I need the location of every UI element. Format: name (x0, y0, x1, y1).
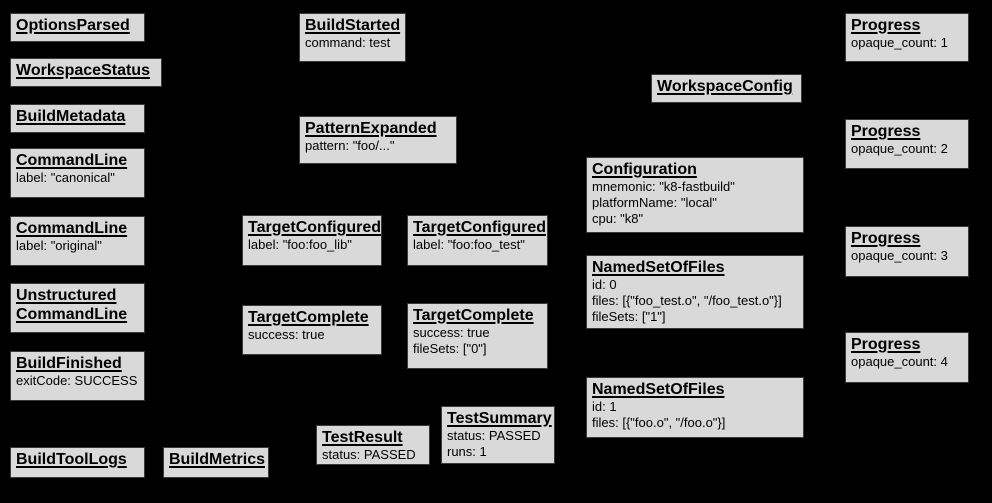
event-box-named-set-of-files-0: NamedSetOfFiles id: 0 files: [{"foo_test… (586, 255, 804, 329)
event-field: success: true (413, 325, 490, 340)
event-title: PatternExpanded (305, 120, 437, 137)
event-box-unstructured-command-line: Unstructured CommandLine (10, 283, 145, 333)
event-box-command-line-original: CommandLine label: "original" (10, 216, 145, 266)
event-field: opaque_count: 1 (851, 35, 948, 50)
event-field: success: true (248, 327, 325, 342)
event-field: label: "foo:foo_lib" (248, 237, 352, 252)
event-box-test-result: TestResult status: PASSED (316, 425, 430, 465)
event-title: Unstructured CommandLine (16, 287, 128, 323)
event-field: files: [{"foo_test.o", "/foo_test.o"}] (592, 293, 782, 308)
event-box-target-configured-lib: TargetConfigured label: "foo:foo_lib" (242, 215, 382, 266)
event-box-workspace-config: WorkspaceConfig (651, 74, 802, 103)
event-box-configuration: Configuration mnemonic: "k8-fastbuild" p… (586, 157, 804, 233)
event-box-progress-4: Progress opaque_count: 4 (845, 332, 969, 383)
event-box-options-parsed: OptionsParsed (10, 13, 145, 42)
event-field: fileSets: ["1"] (592, 309, 666, 324)
event-box-build-metadata: BuildMetadata (10, 104, 145, 133)
event-field: pattern: "foo/..." (305, 138, 395, 153)
event-box-build-finished: BuildFinished exitCode: SUCCESS (10, 351, 145, 401)
event-field: label: "foo:foo_test" (413, 237, 525, 252)
event-title: OptionsParsed (16, 17, 130, 34)
event-box-workspace-status: WorkspaceStatus (10, 58, 162, 87)
event-box-command-line-canonical: CommandLine label: "canonical" (10, 148, 145, 198)
event-field: opaque_count: 4 (851, 354, 948, 369)
event-title: Progress (851, 230, 921, 247)
event-field: status: PASSED (322, 447, 416, 462)
event-field: command: test (305, 35, 391, 50)
event-field: exitCode: SUCCESS (16, 373, 138, 388)
event-title: TargetComplete (413, 307, 534, 324)
event-field: fileSets: ["0"] (413, 341, 487, 356)
event-box-build-tool-logs: BuildToolLogs (10, 447, 145, 478)
event-title: WorkspaceStatus (16, 62, 150, 79)
event-field: runs: 1 (447, 444, 487, 459)
event-field: opaque_count: 2 (851, 141, 948, 156)
event-box-target-configured-test: TargetConfigured label: "foo:foo_test" (407, 215, 548, 266)
event-field: label: "canonical" (16, 170, 115, 185)
event-title: BuildMetrics (169, 451, 266, 468)
event-title: WorkspaceConfig (657, 78, 793, 95)
event-box-progress-2: Progress opaque_count: 2 (845, 119, 969, 169)
event-title: TargetConfigured (248, 219, 382, 236)
event-box-target-complete-lib: TargetComplete success: true (242, 305, 382, 355)
event-title: Progress (851, 123, 921, 140)
event-box-pattern-expanded: PatternExpanded pattern: "foo/..." (299, 116, 457, 164)
event-field: cpu: "k8" (592, 211, 644, 226)
event-title: TargetConfigured (413, 219, 547, 236)
event-field: id: 0 (592, 277, 617, 292)
event-title: BuildStarted (305, 17, 401, 34)
event-field: label: "original" (16, 238, 102, 253)
event-title: BuildToolLogs (16, 451, 127, 468)
event-field: id: 1 (592, 399, 617, 414)
event-title: TestSummary (447, 410, 552, 427)
event-box-test-summary: TestSummary status: PASSED runs: 1 (441, 406, 555, 464)
event-box-named-set-of-files-1: NamedSetOfFiles id: 1 files: [{"foo.o", … (586, 377, 804, 438)
event-field: files: [{"foo.o", "/foo.o"}] (592, 415, 726, 430)
event-box-target-complete-test: TargetComplete success: true fileSets: [… (407, 303, 548, 369)
event-field: opaque_count: 3 (851, 248, 948, 263)
event-title: NamedSetOfFiles (592, 381, 725, 398)
event-title: CommandLine (16, 152, 128, 169)
event-title: Configuration (592, 161, 697, 178)
event-title: Progress (851, 336, 921, 353)
event-title: BuildFinished (16, 355, 122, 372)
event-box-build-metrics: BuildMetrics (163, 447, 269, 478)
event-field: mnemonic: "k8-fastbuild" (592, 179, 735, 194)
event-box-progress-1: Progress opaque_count: 1 (845, 13, 969, 62)
event-title: CommandLine (16, 220, 128, 237)
event-field: status: PASSED (447, 428, 541, 443)
event-box-build-started: BuildStarted command: test (299, 13, 406, 62)
event-field: platformName: "local" (592, 195, 717, 210)
event-box-progress-3: Progress opaque_count: 3 (845, 226, 969, 277)
event-title: BuildMetadata (16, 108, 126, 125)
event-title: Progress (851, 17, 921, 34)
event-title: TestResult (322, 429, 403, 446)
event-title: TargetComplete (248, 309, 369, 326)
event-title: NamedSetOfFiles (592, 259, 725, 276)
